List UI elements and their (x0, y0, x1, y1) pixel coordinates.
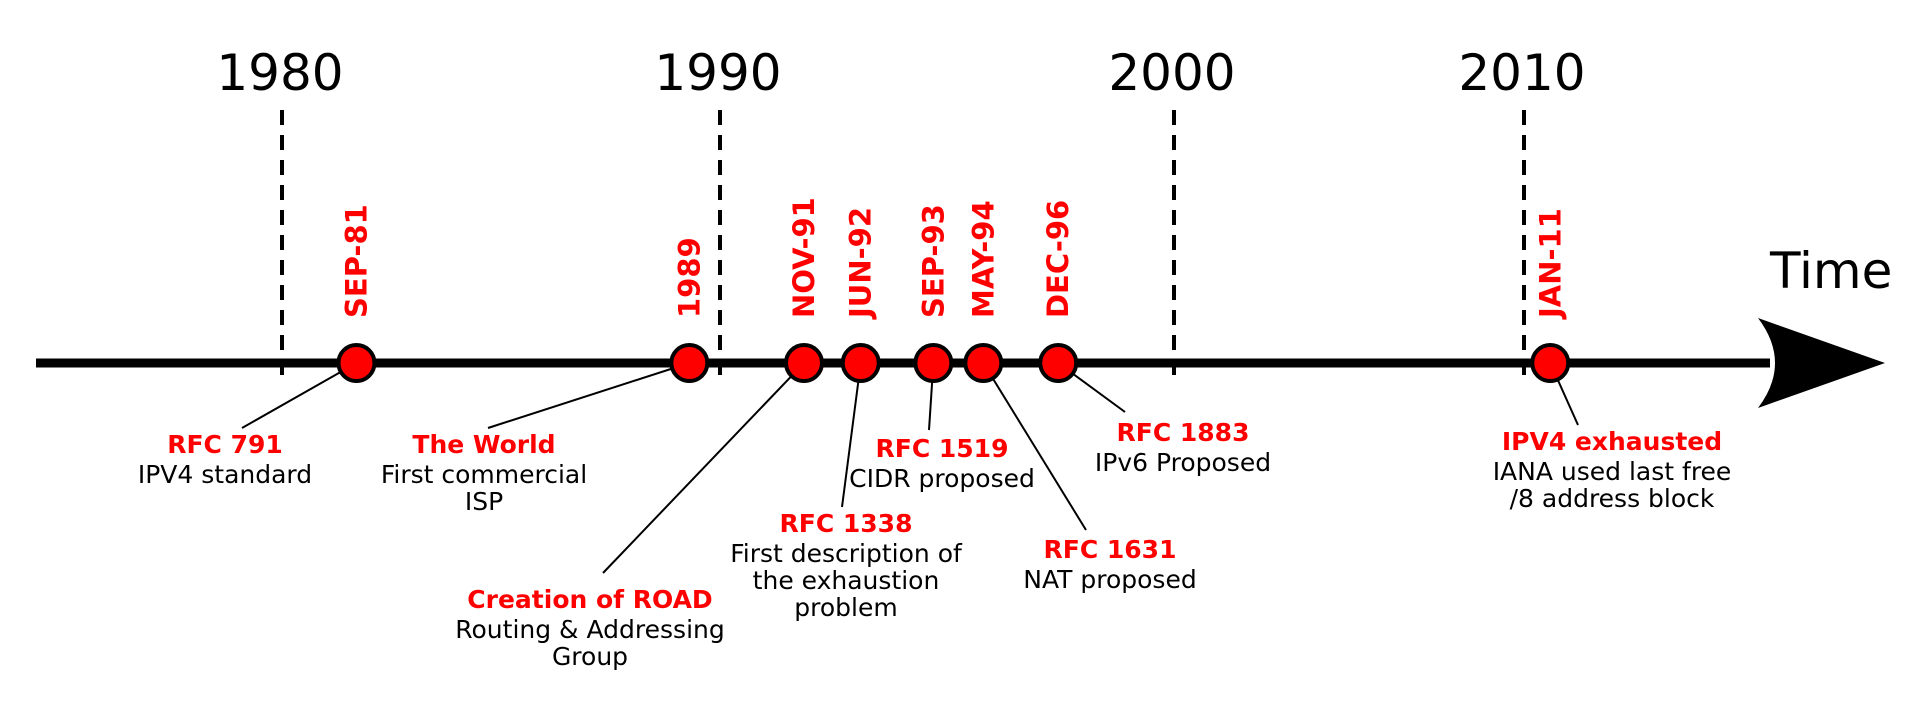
event-date-label: MAY-94 (966, 200, 1000, 318)
event-title: RFC 1338 (780, 509, 913, 538)
event-date-label: JUN-92 (844, 207, 878, 320)
event-description: the exhaustion (753, 566, 940, 595)
event-description: problem (794, 593, 897, 622)
event-marker (913, 343, 954, 383)
event-description: IPv6 Proposed (1095, 448, 1271, 477)
event-title: Creation of ROAD (467, 585, 712, 614)
event-description: Routing & Addressing (455, 615, 724, 644)
time-axis-arrowhead (1758, 318, 1885, 408)
event-description: First commercial (381, 460, 587, 489)
decade-markers: 1980 1990 2000 2010 (216, 44, 1586, 385)
event-marker (1530, 343, 1571, 383)
event-leader-line (602, 362, 805, 574)
event-description: CIDR proposed (849, 464, 1035, 493)
event-description: ISP (465, 487, 503, 516)
event-date-label: SEP-81 (339, 204, 373, 318)
event-date-label: SEP-93 (916, 204, 950, 318)
event-leader-line (487, 362, 690, 429)
event-description: NAT proposed (1023, 565, 1196, 594)
event-leader-line (241, 362, 357, 429)
event-date-label: NOV-91 (787, 197, 821, 318)
event-description: Group (552, 642, 628, 671)
event-marker (840, 343, 881, 383)
decade-label: 1990 (654, 44, 781, 102)
event-title: RFC 1519 (876, 434, 1009, 463)
event-marker (783, 343, 824, 383)
event-marker (1038, 343, 1079, 383)
event-marker (669, 343, 710, 383)
event-leader-line (982, 362, 1087, 531)
event-date-label: DEC-96 (1041, 200, 1075, 318)
event-title: IPV4 exhausted (1502, 427, 1722, 456)
event-description: /8 address block (1510, 484, 1715, 513)
event-description: IPV4 standard (138, 460, 312, 489)
event-description: IANA used last free (1493, 457, 1732, 486)
decade-label: 1980 (216, 44, 343, 102)
event-marker (963, 343, 1004, 383)
event-description: First description of (730, 539, 963, 568)
event-title: The World (412, 430, 555, 459)
decade-label: 2010 (1458, 44, 1585, 102)
event-leader-line (841, 362, 862, 508)
event-title: RFC 791 (167, 430, 283, 459)
event-title: RFC 1631 (1044, 535, 1177, 564)
decade-label: 2000 (1108, 44, 1235, 102)
event-date-label: 1989 (672, 237, 706, 318)
event-title: RFC 1883 (1117, 418, 1250, 447)
axis-label-time: Time (1769, 242, 1892, 300)
event-marker (336, 343, 377, 383)
event-date-label: JAN-11 (1533, 208, 1567, 320)
